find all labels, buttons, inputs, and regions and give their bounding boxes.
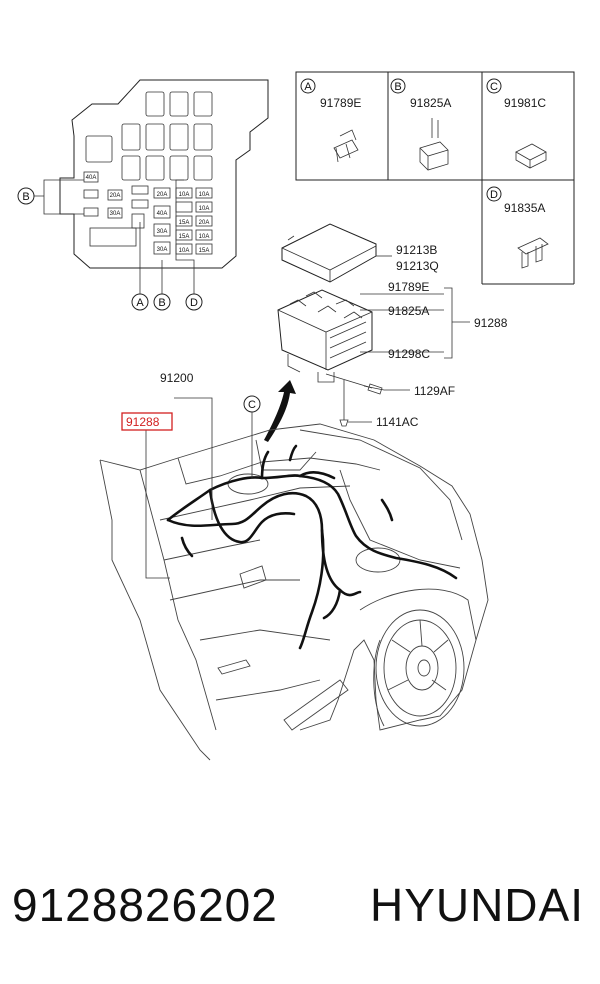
svg-text:40A: 40A xyxy=(86,175,97,181)
blade-fuse-icon xyxy=(517,237,549,269)
relay-part-2: 91825A xyxy=(388,304,429,318)
wiring-harness xyxy=(166,444,458,650)
svg-text:10A: 10A xyxy=(199,192,210,198)
part-number: 9128826202 xyxy=(12,879,278,931)
relay-box-cover xyxy=(281,223,392,283)
cover-part-2: 91213Q xyxy=(396,259,439,273)
screw-part: 1141AC xyxy=(376,415,419,429)
highlight-box: 91288 xyxy=(121,412,173,431)
svg-text:15A: 15A xyxy=(179,234,190,240)
footer: 9128826202 HYUNDAI xyxy=(0,878,600,948)
wheel-icon xyxy=(373,609,465,727)
relay-group-part: 91288 xyxy=(474,316,508,330)
svg-text:10A: 10A xyxy=(179,248,190,254)
fuse-callout-a: A xyxy=(136,297,144,309)
inset-part-c: 91981C xyxy=(504,96,546,110)
inset-letter-c: C xyxy=(490,81,498,93)
svg-text:20A: 20A xyxy=(110,193,121,199)
inset-cell-d: D 91835A xyxy=(486,186,549,269)
inset-letter-d: D xyxy=(490,189,498,201)
svg-text:30A: 30A xyxy=(157,247,168,253)
highlighted-part: 91288 xyxy=(126,415,160,429)
fuse-box-drawing: 40A 20A 30A 10A 10A 20A 10A 40A 15A 20A … xyxy=(34,79,269,296)
relay-part-3: 91298C xyxy=(388,347,430,361)
inset-part-a: 91789E xyxy=(320,96,361,110)
svg-text:30A: 30A xyxy=(110,211,121,217)
inset-letter-a: A xyxy=(304,81,312,93)
relay-icon xyxy=(419,118,449,171)
bolt-part: 1129AF xyxy=(414,384,455,398)
svg-text:10A: 10A xyxy=(199,234,210,240)
inset-cell-b: B 91825A xyxy=(390,78,451,171)
svg-text:20A: 20A xyxy=(199,220,210,226)
fuse-grid: 40A 20A 30A 10A 10A 20A 10A 40A 15A 20A … xyxy=(83,171,213,255)
brand-name: HYUNDAI xyxy=(369,879,584,931)
inset-part-b: 91825A xyxy=(410,96,451,110)
harness-part: 91200 xyxy=(160,371,194,385)
cover-part-1: 91213B xyxy=(396,243,437,257)
vehicle-drawing xyxy=(99,423,489,761)
fuse-callout-d: D xyxy=(190,297,198,309)
svg-text:30A: 30A xyxy=(157,229,168,235)
fuse-box-callouts: B A B D xyxy=(17,187,203,311)
fuse-side-callout: B xyxy=(22,191,29,203)
relay-part-1: 91789E xyxy=(388,280,429,294)
cap-icon xyxy=(515,143,547,169)
inset-part-d: 91835A xyxy=(504,201,545,215)
svg-text:15A: 15A xyxy=(199,248,210,254)
svg-text:10A: 10A xyxy=(179,192,190,198)
inset-cell-a: A 91789E xyxy=(300,78,361,163)
svg-text:10A: 10A xyxy=(199,206,210,212)
inset-table: A 91789E B 91825A C 91981C xyxy=(295,71,575,285)
vehicle-callout-c: C xyxy=(243,395,261,478)
fuse-callout-b: B xyxy=(158,297,165,309)
fuse-mini-icon xyxy=(333,129,359,163)
svg-text:20A: 20A xyxy=(157,192,168,198)
svg-text:15A: 15A xyxy=(179,220,190,226)
svg-text:40A: 40A xyxy=(157,211,168,217)
svg-text:C: C xyxy=(248,399,256,411)
inset-cell-c: C 91981C xyxy=(486,78,547,169)
inset-letter-b: B xyxy=(394,81,401,93)
arrow-icon xyxy=(264,380,296,442)
relay-box-body xyxy=(277,287,470,427)
